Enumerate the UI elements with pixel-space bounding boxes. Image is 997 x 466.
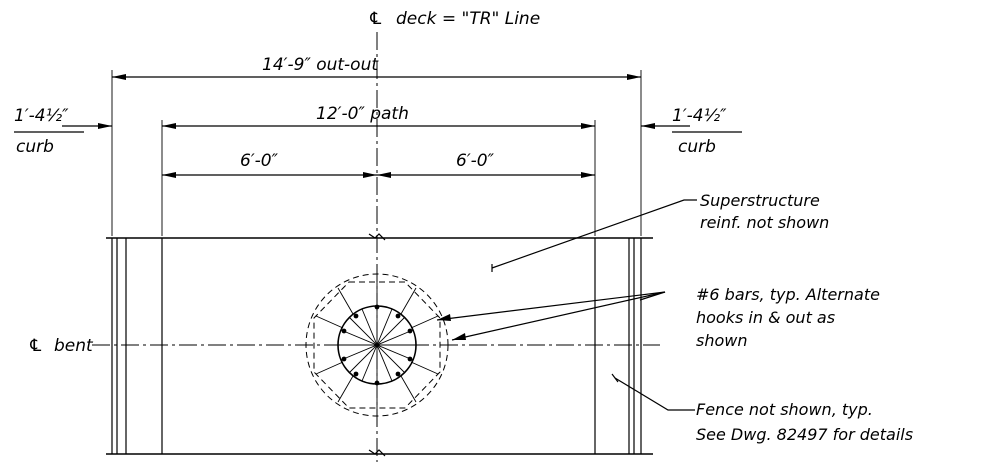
arrow-right-icon xyxy=(581,172,595,178)
arrow-left-icon xyxy=(162,172,176,178)
centerline-symbol-bent: ℄ xyxy=(28,336,43,356)
break-mark-top-icon xyxy=(368,233,386,241)
arrow-right-icon xyxy=(98,123,112,129)
curb-left-dim-text: 1′-4½″ xyxy=(14,106,69,126)
half-dimensions: 6′-0″ 6′-0″ xyxy=(162,151,595,178)
out-out-dimension: 14′-9″ out-out xyxy=(112,55,641,80)
path-dimension: 12′-0″ path xyxy=(162,104,595,129)
arrow-right-icon xyxy=(363,172,377,178)
superstructure-line2: reinf. not shown xyxy=(700,213,829,232)
arrow-left-icon xyxy=(377,172,391,178)
fence-line2: See Dwg. 82497 for details xyxy=(696,425,913,444)
centerline-symbol-deck: ℄ xyxy=(368,9,383,29)
arrow-left-icon xyxy=(641,123,655,129)
bent-label: bent xyxy=(54,336,94,356)
deck-plan xyxy=(106,237,653,455)
extension-lines xyxy=(111,70,642,236)
bars-note: #6 bars, typ. Alternate hooks in & out a… xyxy=(436,285,880,350)
curb-right-word: curb xyxy=(678,137,716,157)
fence-leader xyxy=(614,377,695,411)
half-left-text: 6′-0″ xyxy=(240,151,279,171)
bars-leader-3 xyxy=(639,291,666,301)
arrow-right-icon xyxy=(627,74,641,80)
superstructure-line1: Superstructure xyxy=(700,191,820,210)
arrow-left-icon xyxy=(112,74,126,80)
curb-left-word: curb xyxy=(16,137,54,157)
curb-right-dimension: 1′-4½″ curb xyxy=(641,106,742,157)
break-mark-bottom-icon xyxy=(368,449,386,457)
bar-dots xyxy=(341,304,413,386)
out-out-text: 14′-9″ out-out xyxy=(262,55,379,75)
arrow-right-icon xyxy=(581,123,595,129)
bars-leader-2 xyxy=(451,291,666,341)
bars-line3: shown xyxy=(696,331,748,350)
arrow-bar-icon xyxy=(452,333,466,340)
half-right-text: 6′-0″ xyxy=(456,151,495,171)
path-text: 12′-0″ path xyxy=(316,104,409,124)
arrow-bar-icon xyxy=(437,314,451,321)
bar-hooks xyxy=(315,274,439,416)
column-reinforcement xyxy=(305,273,449,417)
deck-centerline-label: ℄ deck = "TR" Line xyxy=(368,9,540,29)
bars-line1: #6 bars, typ. Alternate xyxy=(696,285,880,304)
leader-tick-icon xyxy=(611,373,619,383)
bars-leader-1 xyxy=(436,291,666,321)
deck-centerline-text: deck = "TR" Line xyxy=(396,9,540,29)
column-spokes xyxy=(338,306,416,384)
fence-line1: Fence not shown, typ. xyxy=(696,400,873,419)
curb-right-dim-text: 1′-4½″ xyxy=(672,106,727,126)
bars-line2: hooks in & out as xyxy=(696,308,835,327)
bent-centerline: ℄ bent xyxy=(28,336,660,356)
arrow-left-icon xyxy=(162,123,176,129)
superstructure-note: Superstructure reinf. not shown xyxy=(491,191,829,272)
superstructure-leader xyxy=(491,199,697,269)
dashed-octagon xyxy=(313,281,441,409)
fence-note: Fence not shown, typ. See Dwg. 82497 for… xyxy=(611,373,913,444)
curb-left-dimension: 1′-4½″ curb xyxy=(14,106,112,157)
